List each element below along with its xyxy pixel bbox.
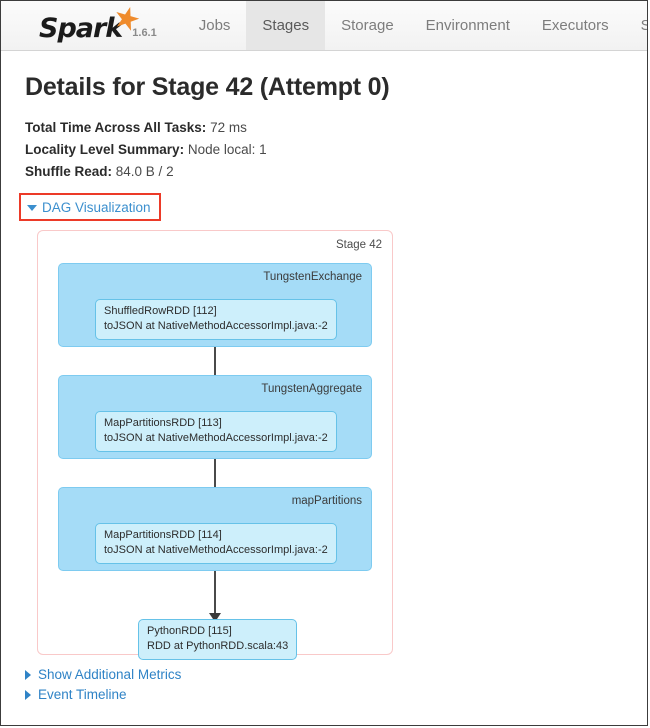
dag-rdd-node-113-line1: MapPartitionsRDD [113] bbox=[104, 417, 222, 430]
dag-scope-label-tungstenaggregate: TungstenAggregate bbox=[261, 383, 362, 396]
nav-item-sql[interactable]: SQL bbox=[625, 1, 647, 50]
nav-item-stages[interactable]: Stages bbox=[246, 1, 326, 50]
page-title: Details for Stage 42 (Attempt 0) bbox=[25, 73, 390, 101]
spark-logo-text: Spark bbox=[39, 13, 123, 44]
dag-visualization-label: DAG Visualization bbox=[42, 200, 151, 216]
summary-row-locality: Locality Level Summary: Node local: 1 bbox=[25, 142, 623, 159]
dag-rdd-node-115[interactable]: PythonRDD [115] RDD at PythonRDD.scala:4… bbox=[138, 619, 298, 660]
nav-item-jobs[interactable]: Jobs bbox=[198, 17, 231, 34]
summary-row-shuffle-read: Shuffle Read: 84.0 B / 2 bbox=[25, 164, 623, 181]
caret-down-icon bbox=[27, 204, 37, 211]
dag-rdd-node-115-line2: RDD at PythonRDD.scala:43 bbox=[147, 639, 289, 652]
dag-rdd-node-112-line1: ShuffledRowRDD [112] bbox=[104, 305, 217, 318]
event-timeline-toggle[interactable]: Event Timeline bbox=[25, 687, 647, 702]
dag-rdd-node-113-line2: toJSON at NativeMethodAccessorImpl.java:… bbox=[104, 431, 328, 444]
summary-value-shuffle-read: 84.0 B / 2 bbox=[115, 163, 174, 179]
dag-scope-mappartitions[interactable]: mapPartitions MapPartitionsRDD [114] toJ… bbox=[58, 487, 372, 572]
dag-stage-label: Stage 42 bbox=[335, 239, 382, 252]
dag-rdd-node-113[interactable]: MapPartitionsRDD [113] toJSON at NativeM… bbox=[95, 411, 337, 452]
summary-value-locality: Node local: 1 bbox=[187, 141, 267, 157]
dag-rdd-node-114-line1: MapPartitionsRDD [114] bbox=[104, 529, 222, 542]
brand[interactable]: Spark ★ 1.6.1 bbox=[39, 0, 157, 44]
dag-rdd-node-114-line2: toJSON at NativeMethodAccessorImpl.java:… bbox=[104, 543, 328, 556]
summary-label-locality: Locality Level Summary: bbox=[25, 141, 185, 157]
bottom-links: Show Additional Metrics Event Timeline bbox=[25, 667, 647, 702]
dag-visualization-container: Stage 42 TungstenExchange ShuffledRowRDD… bbox=[37, 230, 393, 660]
dag-scope-label-tungstenexchange: TungstenExchange bbox=[263, 271, 362, 284]
dag-scope-label-mappartitions: mapPartitions bbox=[291, 495, 362, 508]
caret-right-icon bbox=[25, 689, 31, 700]
dag-scope-tungstenaggregate[interactable]: TungstenAggregate MapPartitionsRDD [113]… bbox=[58, 375, 372, 460]
show-additional-metrics-label: Show Additional Metrics bbox=[38, 667, 182, 683]
spark-version: 1.6.1 bbox=[132, 27, 157, 39]
dag-edge-1 bbox=[214, 347, 216, 397]
summary-row-total-time: Total Time Across All Tasks: 72 ms bbox=[25, 120, 623, 137]
dag-arrowhead-3 bbox=[209, 613, 221, 623]
caret-right-icon bbox=[25, 669, 31, 680]
dag-rdd-node-114[interactable]: MapPartitionsRDD [114] toJSON at NativeM… bbox=[95, 523, 337, 564]
summary-value-total-time: 72 ms bbox=[210, 120, 247, 135]
event-timeline-label: Event Timeline bbox=[38, 687, 127, 703]
dag-rdd-node-115-line1: PythonRDD [115] bbox=[147, 625, 232, 638]
dag-scope-tungstenexchange[interactable]: TungstenExchange ShuffledRowRDD [112] to… bbox=[58, 263, 372, 348]
summary-label-shuffle-read: Shuffle Read: bbox=[25, 163, 113, 179]
dag-rdd-node-112-line2: toJSON at NativeMethodAccessorImpl.java:… bbox=[104, 319, 328, 332]
dag-edge-2 bbox=[214, 459, 216, 509]
content: Details for Stage 42 (Attempt 0) Total T… bbox=[1, 51, 647, 660]
nav-items: Jobs Stages Storage Environment Executor… bbox=[183, 1, 647, 50]
navbar: Spark ★ 1.6.1 Jobs Stages Storage Enviro… bbox=[1, 1, 647, 51]
show-additional-metrics-toggle[interactable]: Show Additional Metrics bbox=[25, 667, 647, 682]
dag-visualization-toggle-wrap: DAG Visualization bbox=[19, 192, 161, 222]
dag-visualization-toggle[interactable]: DAG Visualization bbox=[25, 199, 153, 216]
dag-rdd-node-112[interactable]: ShuffledRowRDD [112] toJSON at NativeMet… bbox=[95, 299, 337, 340]
dag-edge-3 bbox=[214, 571, 216, 616]
nav-item-environment[interactable]: Environment bbox=[425, 17, 510, 34]
summary-label-total-time: Total Time Across All Tasks: bbox=[25, 120, 207, 135]
nav-item-storage[interactable]: Storage bbox=[341, 17, 394, 34]
nav-item-executors[interactable]: Executors bbox=[541, 17, 609, 34]
